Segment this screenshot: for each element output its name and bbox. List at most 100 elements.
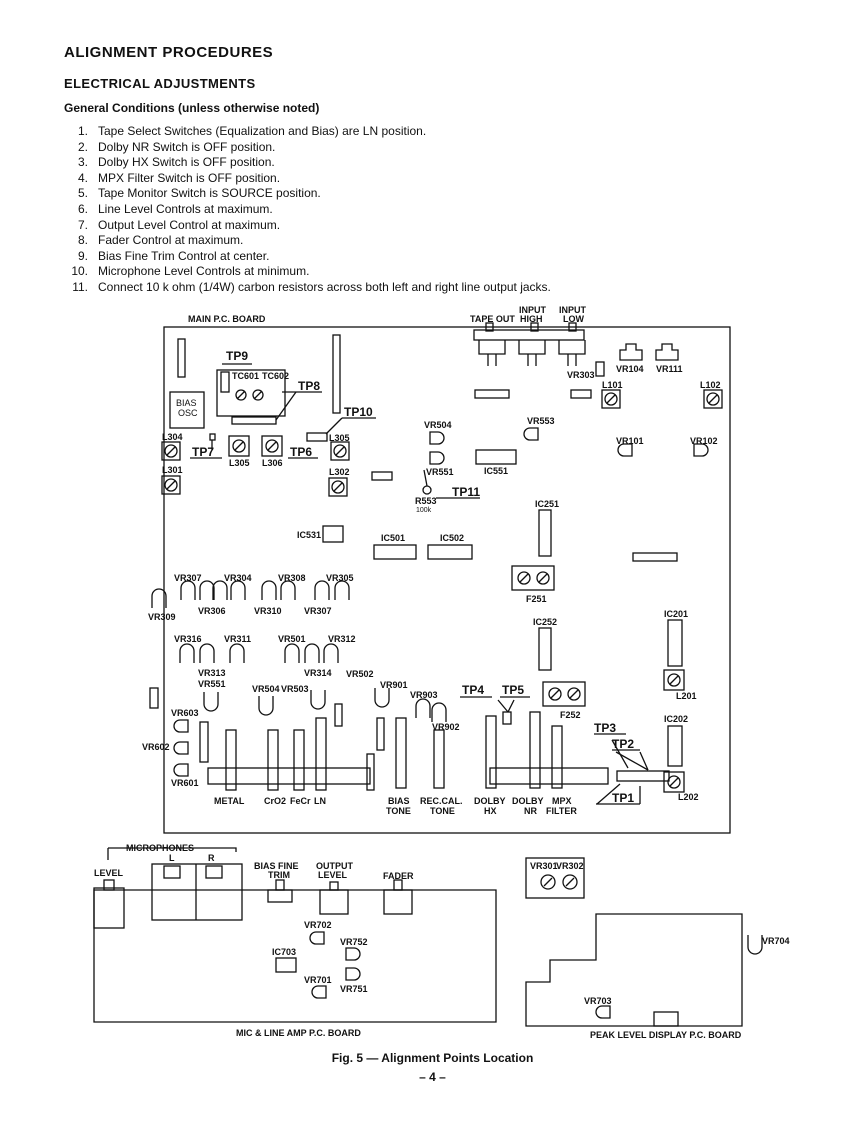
l301-label: L301 bbox=[162, 465, 183, 475]
mic-l-label: L bbox=[169, 853, 175, 863]
tp2-label: TP2 bbox=[612, 737, 634, 751]
list-item: 5. Tape Monitor Switch is SOURCE position… bbox=[60, 186, 551, 202]
vr551-label: VR551 bbox=[426, 467, 454, 477]
item-text: Microphone Level Controls at minimum. bbox=[98, 264, 310, 279]
list-item: 9.Bias Fine Trim Control at center. bbox=[60, 249, 551, 265]
conditions-list: 1.Tape Select Switches (Equalization and… bbox=[60, 124, 551, 296]
osc-label: OSC bbox=[178, 408, 198, 418]
f252-label: F252 bbox=[560, 710, 581, 720]
vr302-label: VR302 bbox=[556, 861, 584, 871]
tp3-label: TP3 bbox=[594, 721, 616, 735]
bias-fine-label: BIAS FINE bbox=[254, 861, 299, 871]
r553-label: R553 bbox=[415, 496, 437, 506]
page-number: – 4 – bbox=[419, 1070, 446, 1084]
list-item: 6.Line Level Controls at maximum. bbox=[60, 202, 551, 218]
tp6-label: TP6 bbox=[290, 445, 312, 459]
vr703-label: VR703 bbox=[584, 996, 612, 1006]
switch-label-metal: METAL bbox=[214, 796, 245, 806]
vr903-label: VR903 bbox=[410, 690, 438, 700]
input-label-1: INPUT bbox=[519, 305, 547, 315]
vr306-label: VR307 bbox=[304, 606, 332, 616]
vr504-label: VR551 bbox=[198, 679, 226, 689]
switch-label-dolby-2: DOLBY bbox=[512, 796, 544, 806]
item-number: 2. bbox=[77, 139, 88, 154]
switch-label-rec-cal: REC.CAL. bbox=[420, 796, 463, 806]
item-number: 9. bbox=[77, 248, 88, 263]
vr101-label: VR101 bbox=[616, 436, 644, 446]
list-item: 11.Connect 10 k ohm (1/4W) carbon resist… bbox=[60, 280, 551, 296]
vr308-label: VR308 bbox=[278, 573, 306, 583]
tape-out-label: TAPE OUT bbox=[470, 314, 515, 324]
mic-board-outline bbox=[93, 889, 497, 1023]
page-title: ALIGNMENT PROCEDURES bbox=[64, 44, 274, 61]
vr701-label: VR701 bbox=[304, 975, 332, 985]
list-item: 4.MPX Filter Switch is OFF position. bbox=[60, 171, 551, 187]
item-text: Tape Monitor Switch is SOURCE position. bbox=[98, 186, 321, 201]
item-text: Dolby HX Switch is OFF position. bbox=[98, 155, 275, 170]
low-label: LOW bbox=[563, 314, 584, 324]
mic-board-label: MIC & LINE AMP P.C. BOARD bbox=[236, 1028, 361, 1038]
vr503-label: VR504 bbox=[252, 684, 280, 694]
switch-label-tone-2: TONE bbox=[430, 806, 455, 816]
switch-label-nr: NR bbox=[524, 806, 537, 816]
section-title: ELECTRICAL ADJUSTMENTS bbox=[64, 76, 256, 91]
vr901-label: VR901 bbox=[380, 680, 408, 690]
l304-label: L305 bbox=[329, 433, 350, 443]
vr704-label: VR704 bbox=[762, 936, 790, 946]
l302-label: L302 bbox=[329, 467, 350, 477]
list-item: 3. Dolby HX Switch is OFF position. bbox=[60, 155, 551, 171]
switch-label-mpx: MPX bbox=[552, 796, 572, 806]
ic531-label: IC531 bbox=[297, 530, 321, 540]
l303-label: L304 bbox=[162, 432, 183, 442]
list-item: 8. Fader Control at maximum. bbox=[60, 233, 551, 249]
tp8-label: TP8 bbox=[298, 379, 320, 393]
item-number: 6. bbox=[77, 201, 88, 216]
item-text: MPX Filter Switch is OFF position. bbox=[98, 170, 281, 185]
f251-label: F251 bbox=[526, 594, 547, 604]
high-label: HIGH bbox=[520, 314, 543, 324]
l305-label: L305 bbox=[229, 458, 250, 468]
output-label: OUTPUT bbox=[316, 861, 354, 871]
vr311-label: VR311 bbox=[224, 634, 251, 644]
conditions-heading: General Conditions (unless otherwise not… bbox=[64, 101, 320, 115]
list-item: 7.Output Level Control at maximum. bbox=[60, 218, 551, 234]
vr603-label: VR603 bbox=[171, 708, 199, 718]
l201-label: L201 bbox=[676, 691, 697, 701]
output-level-label: LEVEL bbox=[318, 870, 348, 880]
vr702-label: VR702 bbox=[304, 920, 332, 930]
list-item: 10. Microphone Level Controls at minimum. bbox=[60, 264, 551, 280]
item-text: Fader Control at maximum. bbox=[98, 233, 244, 248]
main-board-label: MAIN P.C. BOARD bbox=[188, 314, 266, 324]
list-item: 1.Tape Select Switches (Equalization and… bbox=[60, 124, 551, 140]
mic-r-label: R bbox=[208, 853, 215, 863]
item-number: 3. bbox=[77, 155, 88, 170]
peak-board-outline bbox=[525, 913, 743, 1027]
switch-label-cro2: CrO2 bbox=[264, 796, 286, 806]
item-number: 1. bbox=[77, 124, 88, 138]
vr902-label: VR902 bbox=[432, 722, 460, 732]
item-text: Output Level Control at maximum. bbox=[98, 217, 281, 232]
item-number: 11. bbox=[72, 279, 88, 294]
switch-label-filter: FILTER bbox=[546, 806, 577, 816]
ic202-label: IC202 bbox=[664, 714, 688, 724]
tp10-label: TP10 bbox=[344, 405, 373, 419]
item-number: 10. bbox=[71, 264, 88, 279]
vr316-label: VR501 bbox=[278, 634, 306, 644]
vr315-label: VR316 bbox=[174, 634, 202, 644]
vr104-label: VR111 bbox=[656, 364, 683, 374]
vr752-label: VR752 bbox=[340, 937, 368, 947]
vr304-label: VR305 bbox=[326, 573, 354, 583]
tp9-label: TP9 bbox=[226, 349, 248, 363]
vr111-label: VR303 bbox=[567, 370, 595, 380]
level-label: LEVEL bbox=[94, 868, 124, 878]
item-number: 8. bbox=[77, 233, 88, 248]
peak-board-label: PEAK LEVEL DISPLAY P.C. BOARD bbox=[590, 1030, 742, 1040]
fader-label: FADER bbox=[383, 871, 414, 881]
l306-label: L306 bbox=[262, 458, 283, 468]
tp11-label: TP11 bbox=[452, 485, 480, 499]
vr310-label: VR310 bbox=[254, 606, 282, 616]
item-number: 5. bbox=[77, 186, 88, 201]
item-text: Dolby NR Switch is OFF position. bbox=[98, 139, 276, 154]
l202-label: L202 bbox=[678, 792, 699, 802]
ic251-label: IC251 bbox=[535, 499, 559, 509]
